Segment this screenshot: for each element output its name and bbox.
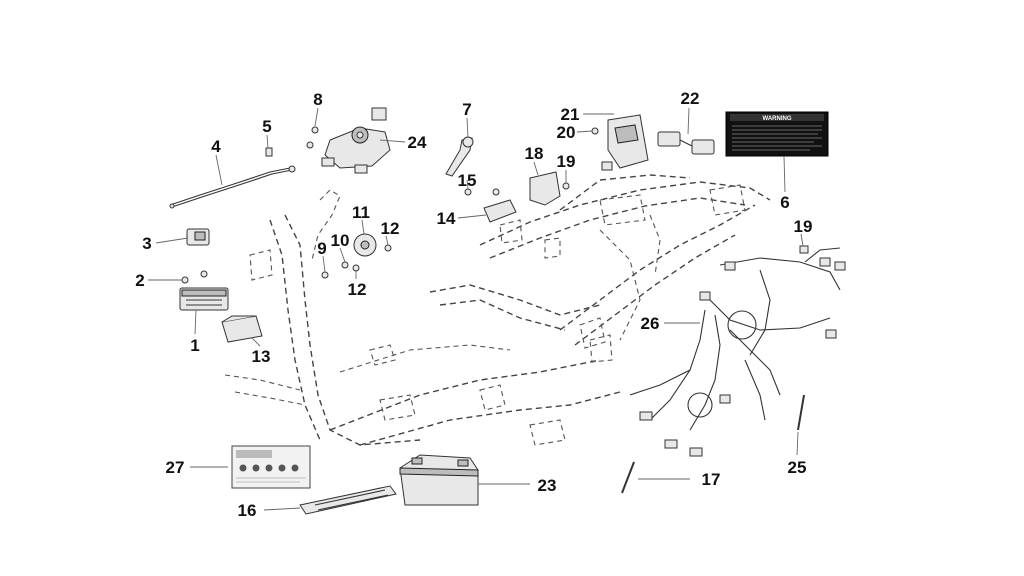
info-label bbox=[231, 445, 311, 489]
callout-15: 15 bbox=[458, 171, 477, 190]
connector-22 bbox=[657, 131, 715, 155]
callout-21: 21 bbox=[561, 105, 580, 124]
callout-6: 6 bbox=[780, 193, 789, 212]
callout-9: 9 bbox=[317, 239, 326, 258]
bolt-2 bbox=[181, 270, 208, 284]
callout-1: 1 bbox=[190, 336, 199, 355]
callout-4: 4 bbox=[211, 137, 221, 156]
callout-20: 20 bbox=[557, 123, 576, 142]
battery bbox=[399, 454, 479, 506]
rod-17 bbox=[621, 461, 635, 494]
bracket-21 bbox=[591, 114, 649, 171]
leader-lines bbox=[148, 107, 804, 511]
callout-10: 10 bbox=[331, 231, 350, 250]
callout-5: 5 bbox=[262, 117, 271, 136]
warning-label-title: WARNING bbox=[763, 116, 792, 122]
callout-14: 14 bbox=[437, 209, 456, 228]
callout-27: 27 bbox=[166, 458, 185, 477]
bolt-5 bbox=[265, 147, 273, 157]
bracket-18 bbox=[529, 171, 570, 206]
callout-11: 11 bbox=[352, 203, 370, 222]
cdi-unit bbox=[179, 287, 229, 311]
battery-strap bbox=[299, 485, 397, 515]
bolt-8 bbox=[306, 126, 319, 149]
ignition-switch bbox=[321, 107, 391, 174]
callout-7: 7 bbox=[462, 100, 471, 119]
callout-labels: 1 2 3 4 5 6 7 8 9 10 11 12 12 13 14 15 1… bbox=[135, 89, 812, 520]
warning-label: WARNING bbox=[725, 111, 829, 157]
callout-13: 13 bbox=[252, 347, 271, 366]
callout-24: 24 bbox=[408, 133, 427, 152]
callout-22: 22 bbox=[681, 89, 700, 108]
bracket-13 bbox=[221, 315, 263, 343]
callout-8: 8 bbox=[313, 90, 322, 109]
callout-18: 18 bbox=[525, 144, 544, 163]
relay bbox=[186, 228, 210, 246]
callout-16: 16 bbox=[238, 501, 257, 520]
callout-25: 25 bbox=[788, 458, 807, 477]
callout-2: 2 bbox=[135, 271, 144, 290]
callout-3: 3 bbox=[142, 234, 151, 253]
horn-relay bbox=[464, 188, 517, 223]
rod-25 bbox=[797, 394, 805, 431]
callout-19-upper: 19 bbox=[557, 152, 576, 171]
cable-4 bbox=[169, 165, 296, 209]
callout-23: 23 bbox=[538, 476, 557, 495]
callout-12-lower: 12 bbox=[348, 280, 367, 299]
callout-19-right: 19 bbox=[794, 217, 813, 236]
scooter-frame bbox=[224, 174, 771, 446]
callout-17: 17 bbox=[702, 470, 721, 489]
flasher bbox=[321, 233, 392, 279]
wire-harness bbox=[629, 245, 846, 457]
callout-26: 26 bbox=[641, 314, 660, 333]
callout-12-upper: 12 bbox=[381, 219, 400, 238]
